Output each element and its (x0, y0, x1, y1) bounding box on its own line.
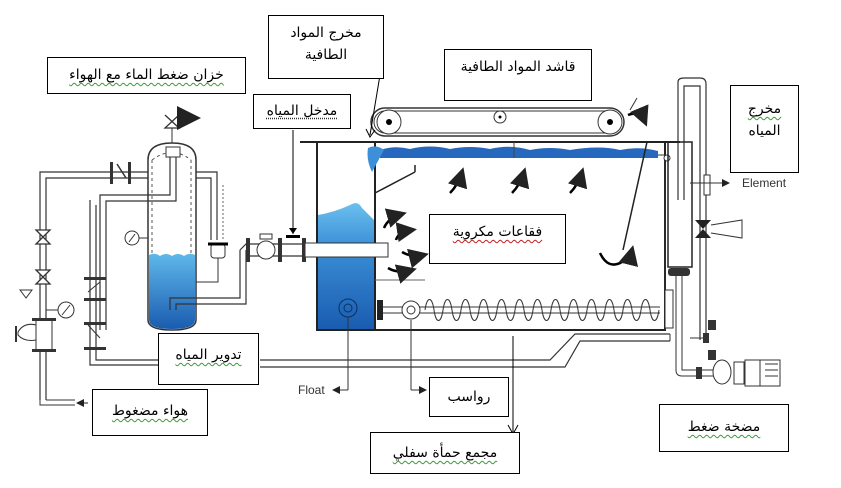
label-water-recycle: تدوير المياه (158, 333, 259, 385)
sediment-screw-conveyor (377, 289, 674, 329)
pressure-tank (99, 106, 247, 331)
left-piping (15, 162, 160, 407)
label-compressed-air: هواء مضغوط (92, 389, 208, 436)
label-float-outlet: مخرج المواد الطافية (268, 15, 384, 79)
bubble-flow-arrows (382, 167, 639, 284)
label-sediments: رواسب (429, 377, 509, 417)
label-skimmer: قاشد المواد الطافية (444, 49, 592, 101)
flotation-tank (300, 141, 680, 331)
pressure-pump-symbol (696, 359, 781, 387)
label-pressure-pump: مضخة ضغط (659, 404, 789, 452)
label-pressure-tank: خزان ضغط الماء مع الهواء (47, 57, 246, 94)
label-sludge-collector: مجمع حمأة سفلي (370, 432, 520, 474)
label-water-outlet: مخرج المياه (730, 85, 799, 173)
label-float: Float (298, 383, 325, 397)
right-piping (260, 77, 781, 387)
label-element: Element (742, 176, 787, 190)
label-water-inlet: مدخل المياه (253, 94, 351, 129)
skimmer-belt (370, 97, 649, 137)
label-micro-bubbles: فقاعات مكروية (429, 214, 566, 264)
